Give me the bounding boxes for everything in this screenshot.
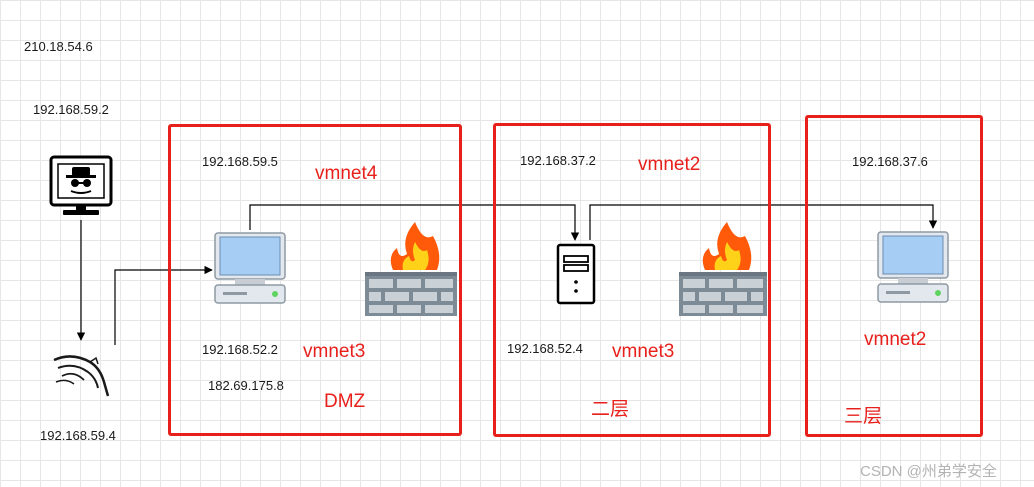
computer-icon [214,232,286,304]
edge-layer2-to-layer3 [589,204,938,240]
zone-layer3 [805,115,983,437]
firewall-icon [365,222,457,316]
kali-dragon-icon [53,355,110,397]
layer3-net: vmnet2 [864,329,927,350]
layer2-ip-top: 192.168.37.2 [520,153,596,168]
dmz-ip-top: 192.168.59.5 [202,154,278,169]
attacker-ip-private: 192.168.59.2 [33,102,109,117]
firewall-icon [679,222,767,316]
edge-kali-to-dmz [114,265,213,345]
dmz-net-bottom: vmnet3 [303,341,366,362]
dmz-label: DMZ [324,391,366,412]
attacker-ip-public: 210.18.54.6 [24,39,93,54]
layer2-net-bottom: vmnet3 [612,341,675,362]
edge-dmz-to-layer2 [249,204,580,241]
dmz-ip-bottom-1: 192.168.52.2 [202,342,278,357]
layer2-label: 二层 [591,399,630,420]
computer-icon [877,231,949,303]
dmz-ip-bottom-2: 182.69.175.8 [208,378,284,393]
layer3-ip-top: 192.168.37.6 [852,154,928,169]
server-icon [556,243,596,305]
zone-dmz [168,124,462,436]
kali-ip: 192.168.59.4 [40,428,116,443]
layer2-net-top: vmnet2 [638,154,701,175]
watermark: CSDN @州弟学安全 [860,463,997,480]
hacker-monitor-icon [49,155,113,215]
zone-layer2 [493,123,771,437]
layer2-ip-bottom: 192.168.52.4 [507,341,583,356]
layer3-label: 三层 [844,406,883,427]
dmz-net-top: vmnet4 [315,163,378,184]
